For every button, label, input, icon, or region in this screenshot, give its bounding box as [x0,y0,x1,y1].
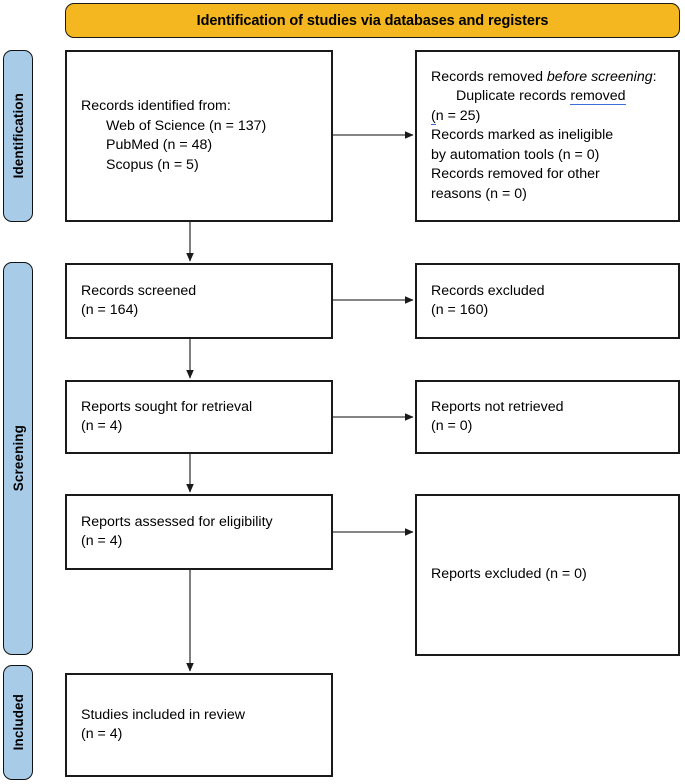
reports-excluded-label: Reports excluded (n = 0) [431,566,587,583]
stage-tab-screening-label: Screening [10,425,26,492]
box-reports-sought-for-retrieval: Reports sought for retrieval (n = 4) [65,380,333,454]
records-removed-line1-colon: : [652,68,657,85]
reports-sought-count: (n = 4) [81,418,123,434]
box-reports-sought-text: Reports sought for retrieval (n = 4) [67,398,331,437]
records-removed-other-line1: Records removed for other [431,166,600,183]
box-reports-assessed-text: Reports assessed for eligibility (n = 4) [67,513,331,552]
box-reports-excluded-text: Reports excluded (n = 0) [417,565,678,585]
box-studies-included-text: Studies included in review (n = 4) [67,706,331,745]
box-records-screened: Records screened (n = 164) [65,263,333,339]
records-identified-line1: Records identified from: [81,98,231,114]
box-reports-not-retrieved-text: Reports not retrieved (n = 0) [417,398,678,437]
box-records-screened-text: Records screened (n = 164) [67,282,331,321]
stage-tab-identification: Identification [3,50,33,222]
duplicate-records-count: n = 25) [435,107,481,124]
duplicate-records-removed-line: Duplicate records removed [431,87,668,107]
box-records-removed-before-screening: Records removed before screening: Duplic… [415,50,680,222]
reports-assessed-label: Reports assessed for eligibility [81,513,273,530]
duplicate-records-paren-marked: ( [431,107,436,125]
reports-assessed-count: (n = 4) [81,533,123,549]
records-screened-label: Records screened [81,282,197,299]
records-identified-pubmed: PubMed (n = 48) [106,137,213,153]
duplicate-records-text: Duplicate records [456,88,571,105]
box-records-identified: Records identified from: Web of Science … [65,50,333,222]
diagram-header-banner: Identification of studies via databases … [65,3,680,38]
reports-not-retrieved-label: Reports not retrieved [431,398,564,415]
box-records-excluded-text: Records excluded (n = 160) [417,282,678,321]
box-reports-assessed-for-eligibility: Reports assessed for eligibility (n = 4) [65,494,333,570]
stage-tab-screening: Screening [3,262,33,655]
stage-tab-included: Included [3,665,33,780]
records-screened-count: (n = 164) [81,302,139,318]
records-ineligible-line2: by automation tools (n = 0) [431,146,600,163]
studies-included-count: (n = 4) [81,726,123,742]
box-records-excluded: Records excluded (n = 160) [415,263,680,339]
stage-tab-identification-label: Identification [10,93,26,179]
reports-sought-label: Reports sought for retrieval [81,398,253,415]
box-studies-included-in-review: Studies included in review (n = 4) [65,673,333,777]
studies-included-label: Studies included in review [81,706,246,723]
reports-not-retrieved-count: (n = 0) [431,418,473,434]
records-excluded-count: (n = 160) [431,302,489,318]
duplicate-records-count-line: (n = 25) [431,107,481,125]
duplicate-records-removed-marked: removed [570,88,626,106]
box-reports-excluded: Reports excluded (n = 0) [415,494,680,656]
records-removed-line1-a: Records removed [431,68,547,85]
records-ineligible-line1: Records marked as ineligible [431,127,614,144]
records-identified-web-of-science: Web of Science (n = 137) [106,117,267,134]
diagram-title: Identification of studies via databases … [196,12,549,29]
box-records-removed-text: Records removed before screening: Duplic… [417,68,678,205]
records-excluded-label: Records excluded [431,282,545,299]
box-reports-not-retrieved: Reports not retrieved (n = 0) [415,380,680,454]
records-removed-other-line2: reasons (n = 0) [431,185,527,202]
records-identified-scopus: Scopus (n = 5) [106,156,199,173]
records-removed-line1-italic: before screening [546,68,653,85]
box-records-identified-text: Records identified from: Web of Science … [67,97,331,175]
stage-tab-included-label: Included [10,694,26,751]
